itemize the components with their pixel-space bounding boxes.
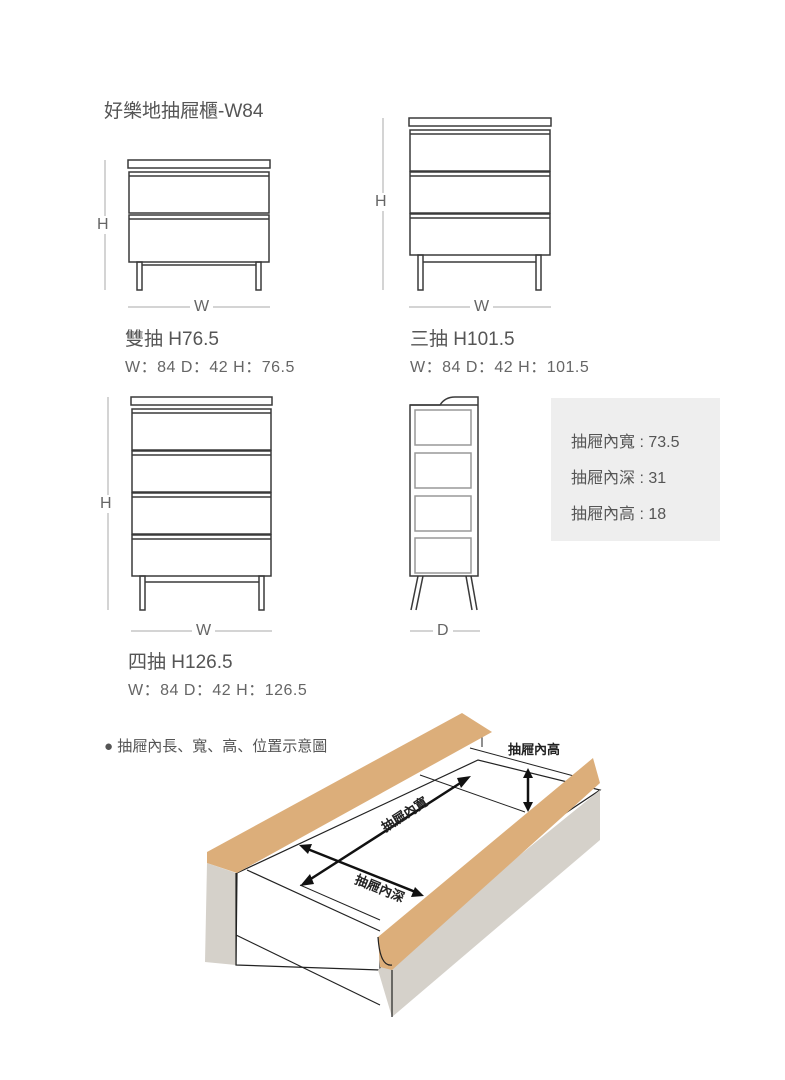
caption-text: 抽屜內長、寬、高、位置示意圖 [117, 738, 328, 755]
inner-width: 抽屜內寬 : 73.5 [571, 434, 680, 451]
height-label: H [93, 216, 113, 234]
height-label: H [96, 495, 116, 513]
inner-height-label: 抽屜內高 [508, 742, 561, 757]
model-name: 雙抽 H76.5 [125, 329, 219, 350]
two-drawer-cabinet [127, 159, 271, 291]
page-title: 好樂地抽屜櫃-W84 [104, 101, 264, 122]
side-view-cabinet [409, 396, 479, 611]
height-label: H [371, 193, 391, 211]
inner-dimensions-box: 抽屜內寬 : 73.5 抽屜內深 : 31 抽屜內高 : 18 [551, 398, 720, 541]
model-spec: W：84 D：42 H：101.5 [410, 359, 590, 376]
depth-label: D [433, 622, 453, 640]
dimension-arrows [304, 774, 530, 895]
model-name: 三抽 H101.5 [410, 329, 515, 350]
three-drawer-cabinet [408, 117, 552, 291]
model-spec: W：84 D：42 H：126.5 [128, 682, 308, 699]
four-drawer-cabinet [130, 396, 273, 611]
width-label: W [470, 298, 494, 316]
drawer-illustration [205, 713, 602, 1017]
bullet-icon: ● [104, 738, 118, 755]
inner-height: 抽屜內高 : 18 [571, 506, 667, 523]
model-spec: W：84 D：42 H：76.5 [125, 359, 295, 376]
diagram-caption: ● 抽屜內長、寬、高、位置示意圖 [104, 735, 327, 756]
width-label: W [190, 298, 214, 316]
model-name: 四抽 H126.5 [128, 652, 233, 673]
width-label: W [192, 622, 216, 640]
inner-depth: 抽屜內深 : 31 [571, 470, 667, 487]
